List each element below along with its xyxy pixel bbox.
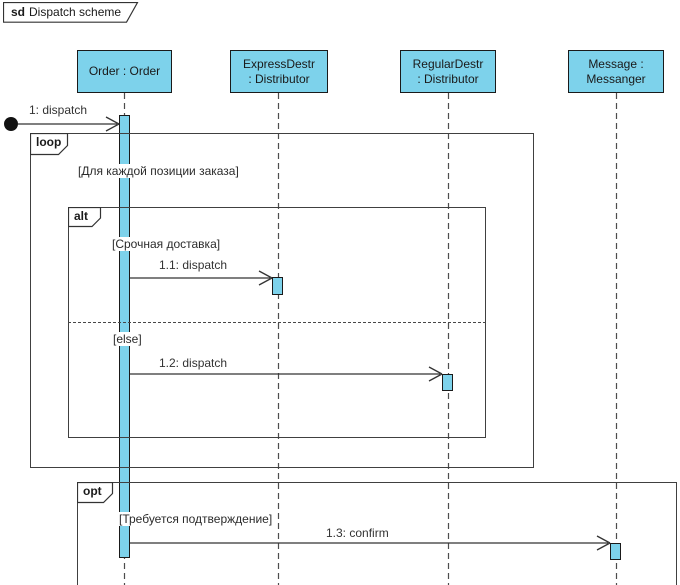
opt-guard: [Требуется подтверждение] [117, 512, 275, 526]
opt-pentagon-shape [77, 482, 114, 504]
alt-operator-text: alt [74, 209, 89, 223]
lifeline-express-name-line2: : Distributor [248, 71, 310, 86]
loop-operator-label: loop [30, 133, 69, 156]
lifeline-express-name-line1: ExpressDestr [242, 56, 316, 71]
lifeline-regular-name-line2: : Distributor [417, 71, 479, 86]
alt-operator-label: alt [68, 207, 102, 228]
lifeline-head-order: Order : Order [77, 50, 172, 93]
alt-guard-urgent: [Срочная доставка] [110, 237, 223, 251]
message-1-label: 1: dispatch [28, 103, 89, 117]
opt-operator-text: opt [83, 484, 102, 498]
loop-pentagon-shape [30, 133, 69, 156]
activation-bar-regular [442, 374, 453, 391]
alt-else-divider [68, 322, 486, 323]
message-1-3-label: 1.3: confirm [325, 526, 390, 540]
loop-fragment-frame [30, 133, 534, 468]
lifeline-regular-name-line1: RegularDestr [412, 56, 484, 71]
message-1-2-label: 1.2: dispatch [158, 356, 229, 370]
loop-operator-text: loop [36, 135, 62, 149]
diagram-name: Dispatch scheme [29, 5, 122, 19]
lifeline-head-regular: RegularDestr : Distributor [400, 50, 496, 93]
activation-bar-express [272, 277, 283, 295]
loop-guard: [Для каждой позиции заказа] [76, 164, 241, 178]
sd-keyword: sd [11, 5, 26, 19]
alt-guard-else: [else] [111, 332, 144, 346]
opt-fragment-frame [77, 482, 677, 585]
lifeline-head-messanger: Message : Messanger [568, 50, 664, 93]
title-pentagon-shape [2, 1, 139, 23]
lifeline-messanger-name-line1: Message : [588, 56, 644, 71]
lifeline-head-express: ExpressDestr : Distributor [230, 50, 328, 93]
activation-bar-messanger [610, 543, 621, 560]
message-1-1-label: 1.1: dispatch [158, 258, 229, 272]
lifeline-order-name: Order : Order [88, 64, 161, 78]
alt-pentagon-shape [68, 207, 102, 228]
opt-operator-label: opt [77, 482, 114, 504]
lifeline-messanger-name-line2: Messanger [586, 71, 646, 86]
